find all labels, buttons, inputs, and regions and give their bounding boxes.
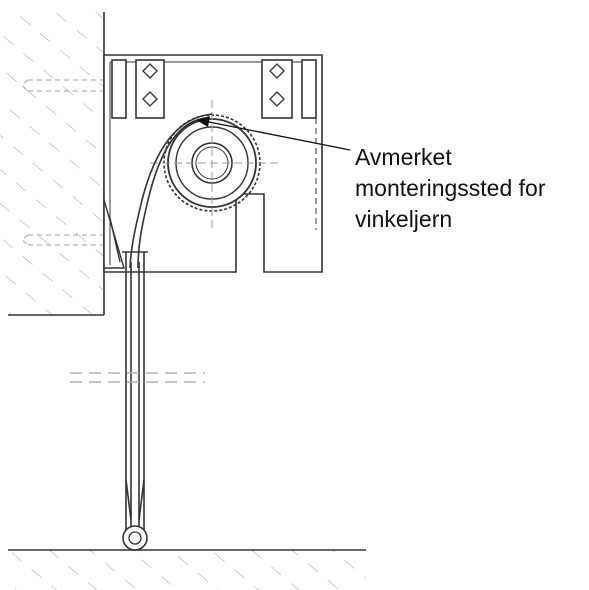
blind-fabric xyxy=(122,113,213,535)
bracket-screws xyxy=(142,63,285,107)
wall xyxy=(0,12,105,316)
callout-line-3: vinkeljern xyxy=(355,206,453,232)
bottom-bar xyxy=(122,525,148,551)
callout-arrow xyxy=(196,116,351,151)
floor xyxy=(8,549,366,590)
callout-line-1: Avmerket xyxy=(355,144,452,170)
callout-line-2: monteringssted for xyxy=(355,175,546,201)
break-marks xyxy=(70,372,205,383)
angle-bracket-edge xyxy=(103,199,125,269)
roller-tube xyxy=(150,100,278,228)
marked-mounting-location-label: Avmerket monteringssted for vinkeljern xyxy=(355,142,545,235)
